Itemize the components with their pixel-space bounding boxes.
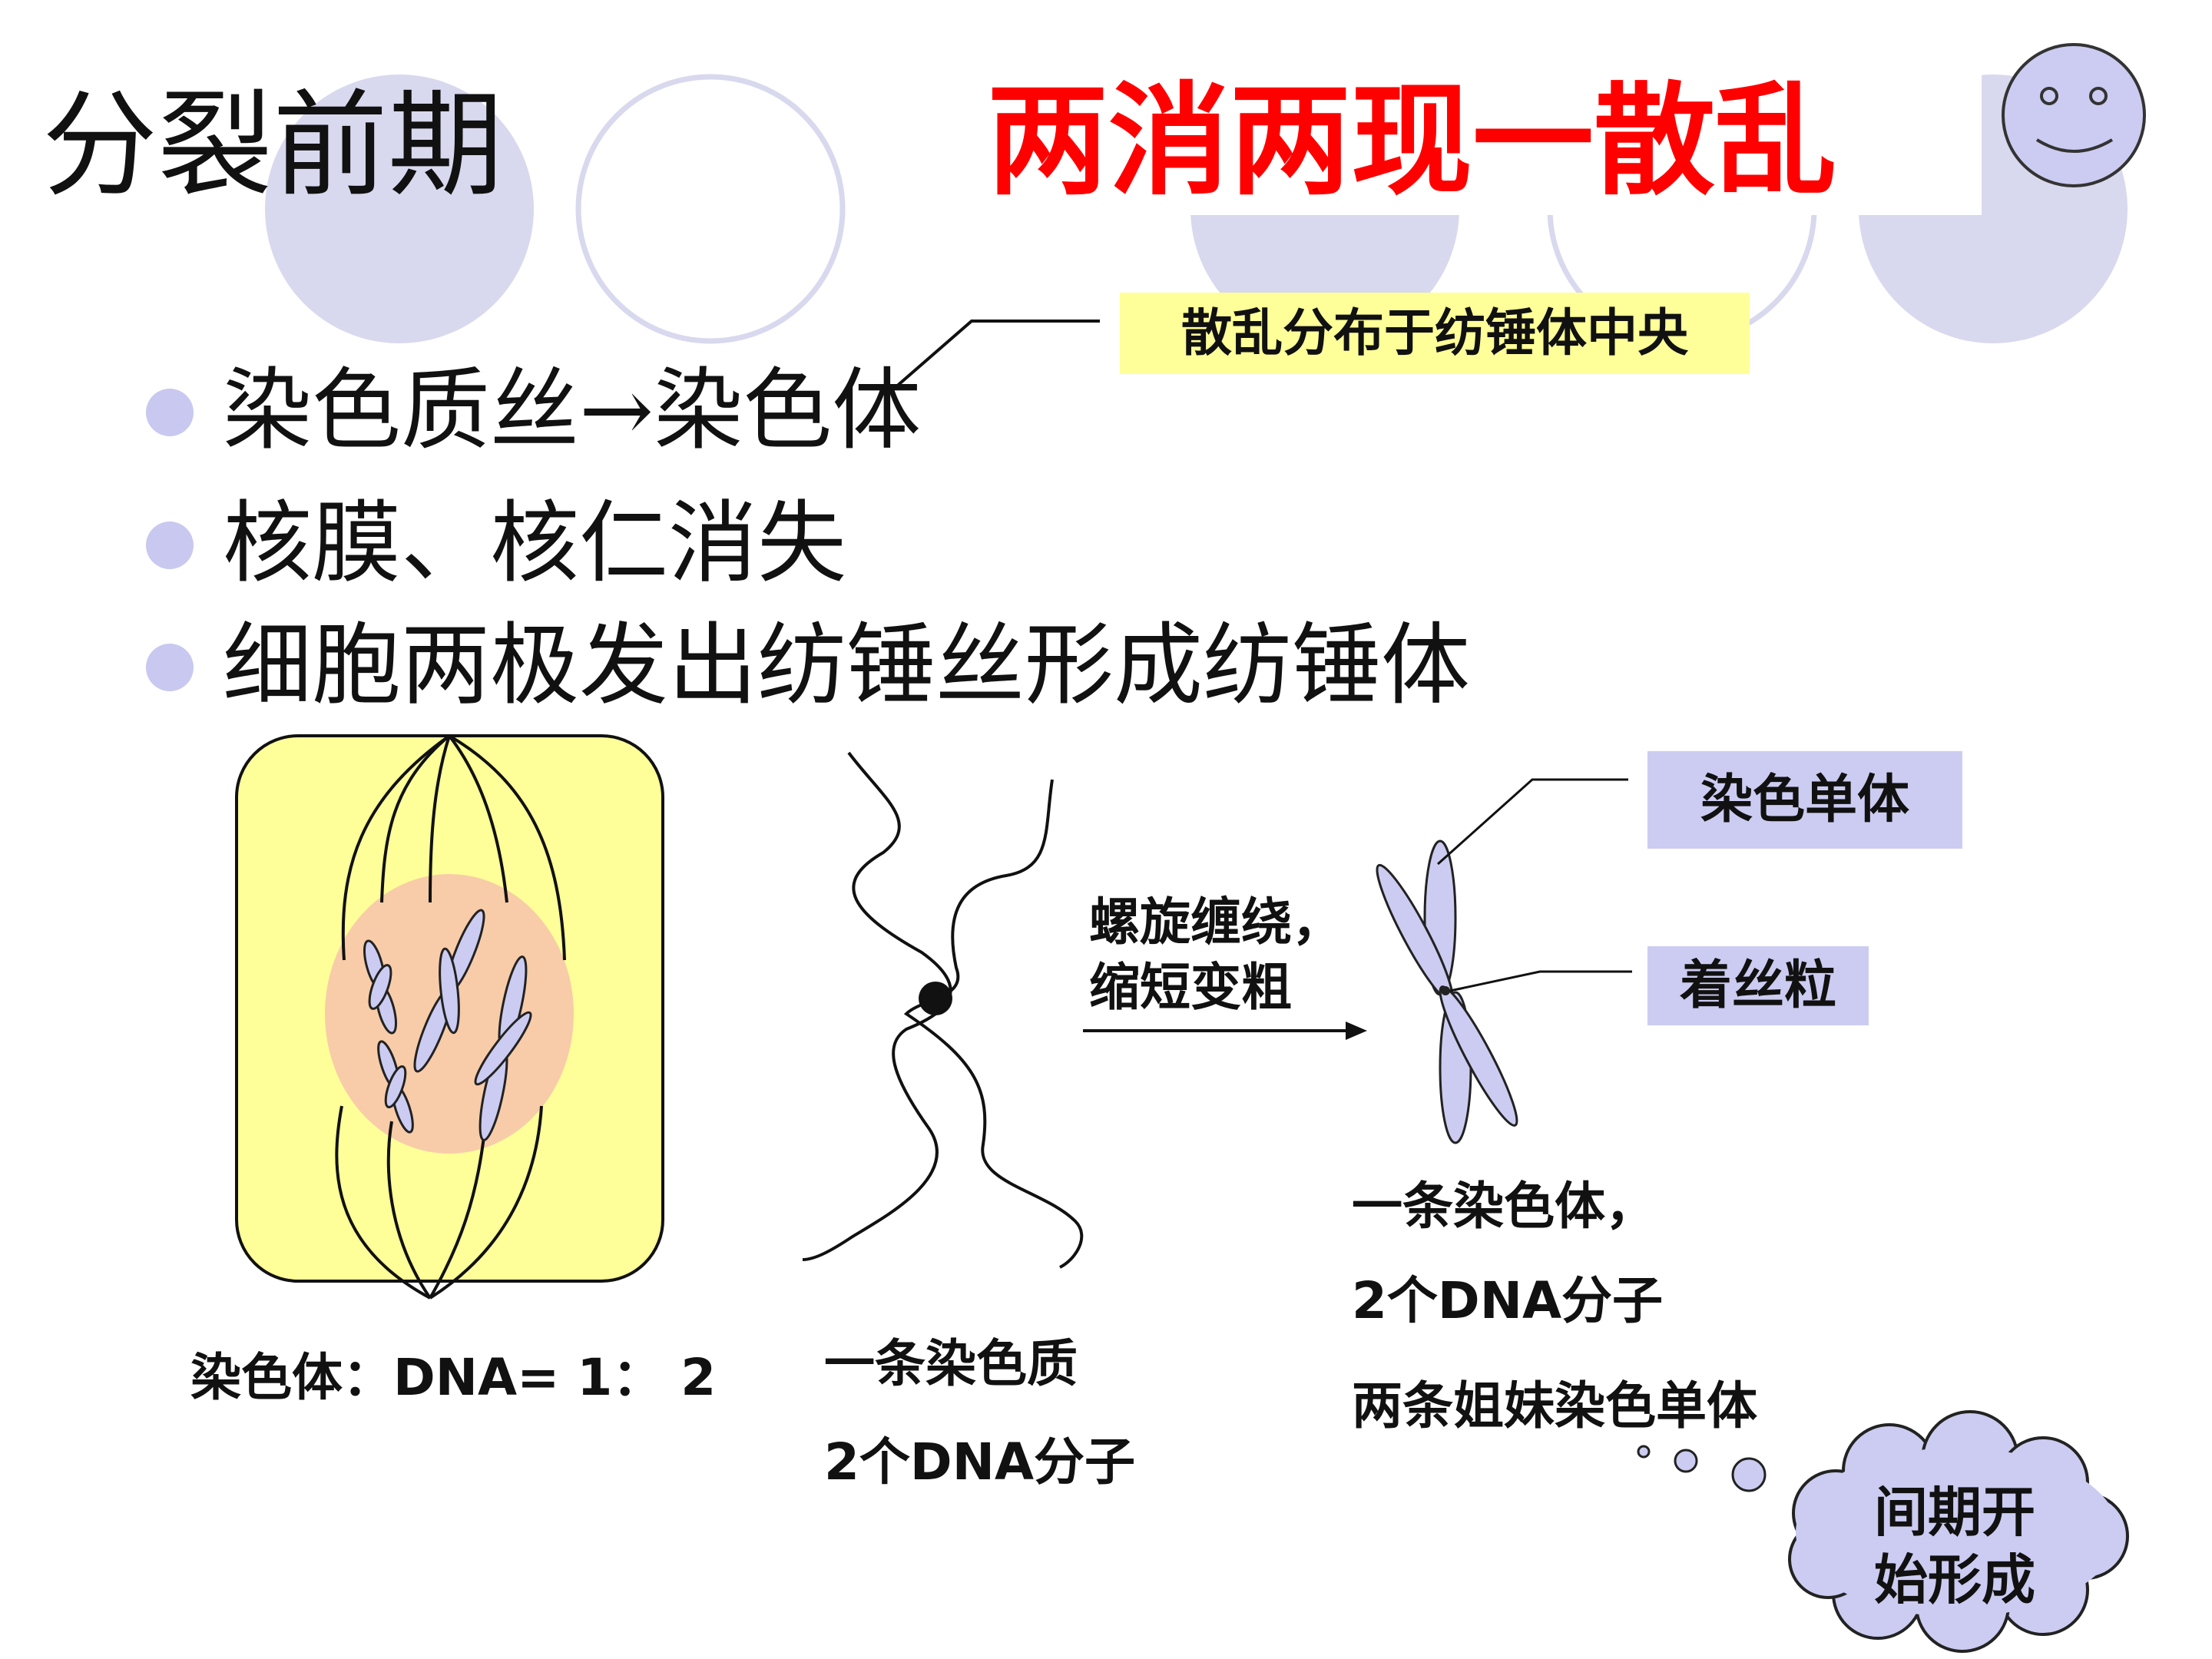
thought-bubble-dot xyxy=(1731,1457,1767,1492)
thought-bubble-dot xyxy=(1674,1449,1698,1473)
arrow-label-line1: 螺旋缠绕， xyxy=(1089,892,1343,952)
chromatin-label-line1: 一条染色质 xyxy=(824,1334,1078,1393)
cloud-text-line1: 间期开 xyxy=(1874,1481,2035,1544)
centromere-label: 着丝粒 xyxy=(1647,946,1869,1025)
bullet-text: 核膜、核仁消失 xyxy=(223,492,846,595)
chromosomes-in-nucleus xyxy=(363,909,532,1141)
cell-diagram xyxy=(235,734,664,1300)
page-title: 分裂前期 xyxy=(42,79,504,213)
cloud-text: 间期开 始形成 xyxy=(1843,1479,2066,1614)
centromere-dot xyxy=(1441,986,1450,995)
chromosome-label-line2: 2个DNA分子 xyxy=(1352,1271,1664,1330)
thought-cloud-fill xyxy=(1796,1448,2118,1617)
chromosome-label-line3: 两条姐妹染色单体 xyxy=(1352,1376,1757,1435)
bullet-dot-icon xyxy=(146,389,194,436)
chromatin-strands xyxy=(802,751,1084,1269)
chromosome-diagram xyxy=(1376,839,1518,1144)
deco-circle-outline xyxy=(575,74,846,344)
chromosome-label-line1: 一条染色体， xyxy=(1352,1177,1656,1236)
callout-label: 散乱分布于纺锤体中央 xyxy=(1120,293,1750,374)
cloud-text-line2: 始形成 xyxy=(1874,1548,2035,1611)
chromatid-leader-line xyxy=(1437,778,1628,866)
chromatin-centromere-dot xyxy=(919,982,952,1015)
transform-arrow xyxy=(1083,1022,1367,1040)
bullet-dot-icon xyxy=(146,522,194,569)
bullet-text: 染色质丝→染色体 xyxy=(223,359,922,462)
centromere-leader-line xyxy=(1449,970,1632,992)
chromatid-label: 染色单体 xyxy=(1647,751,1962,849)
headline-summary: 两消两现一散乱 xyxy=(987,71,1836,212)
deco-circle-filled xyxy=(265,75,534,343)
thought-bubble-dot xyxy=(1637,1445,1651,1459)
callout-leader-line xyxy=(893,320,1100,389)
smiley-face-icon xyxy=(2002,43,2146,187)
chromatin-label-line2: 2个DNA分子 xyxy=(824,1432,1136,1492)
spindle-fibers xyxy=(335,734,566,1300)
headline-backdrop xyxy=(906,73,1982,215)
bullet-text: 细胞两极发出纺锤丝形成纺锤体 xyxy=(223,614,1470,717)
arrow-label-line2: 缩短变粗 xyxy=(1089,958,1292,1017)
ratio-label: 染色体：DNA= 1： 2 xyxy=(190,1348,717,1407)
bullet-dot-icon xyxy=(146,644,194,691)
